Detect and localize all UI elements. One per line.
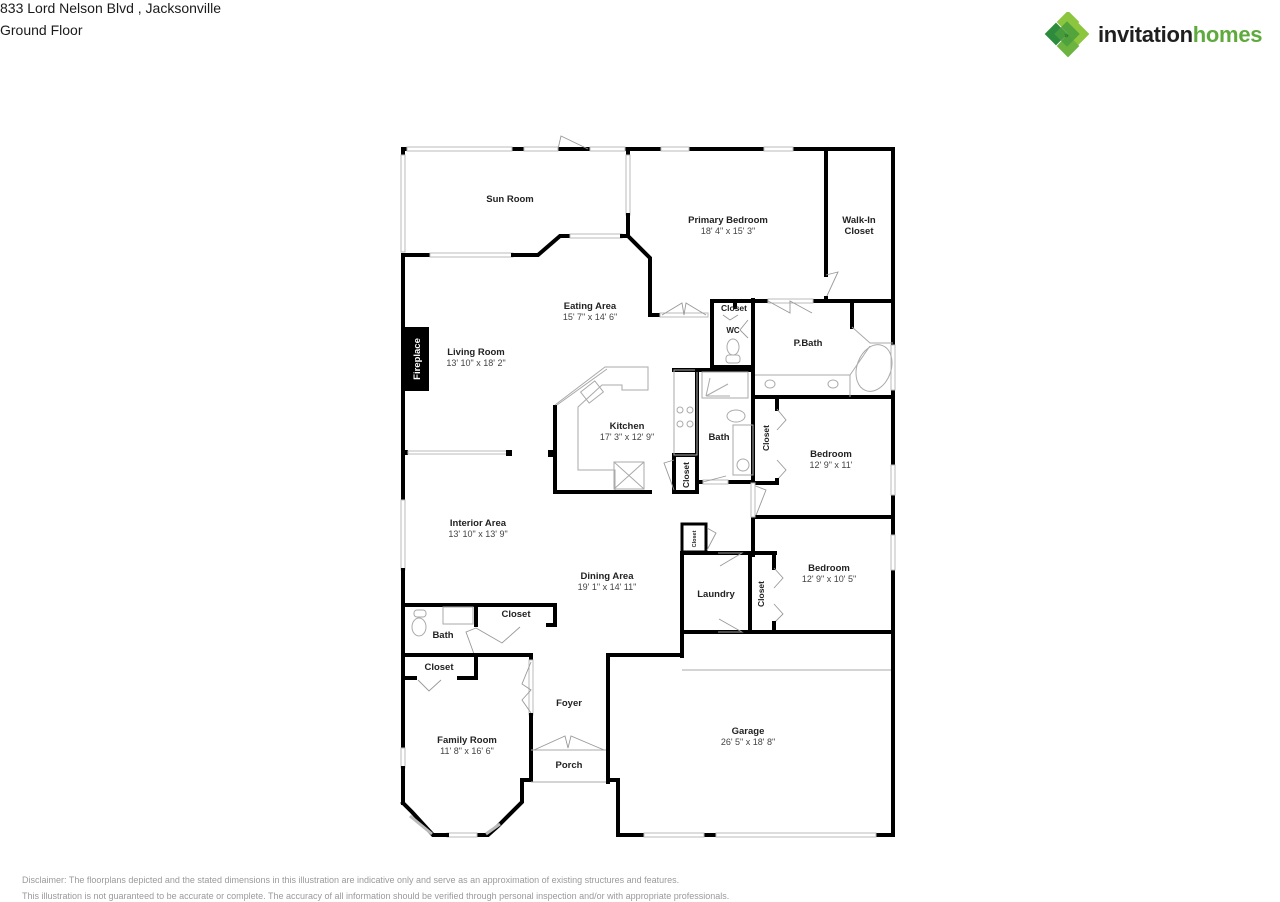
label-walk-in-closet-1: Walk-In <box>842 215 876 226</box>
dims-dining-area: 19' 1" x 14' 11" <box>578 582 637 592</box>
label-kitchen: Kitchen <box>610 421 645 432</box>
label-bedroom-2: Bedroom <box>808 563 850 574</box>
fireplace <box>403 327 429 391</box>
label-bedroom2-closet: Closet <box>756 581 766 607</box>
exterior-walls <box>400 135 896 837</box>
dims-bedroom-1: 12' 9" x 11' <box>810 460 853 470</box>
label-primary-bedroom: Primary Bedroom <box>688 215 768 226</box>
label-foyer: Foyer <box>556 698 582 709</box>
label-walk-in-closet-2: Closet <box>844 226 874 237</box>
disclaimer-line-2: This illustration is not guaranteed to b… <box>22 891 730 901</box>
label-fireplace: Fireplace <box>412 338 423 380</box>
room-labels: Sun Room Primary Bedroom 18' 4" x 15' 3"… <box>412 194 876 771</box>
label-bath-left: Bath <box>432 630 453 641</box>
dims-garage: 26' 5" x 18' 8" <box>721 737 775 747</box>
label-hall-closet: Closet <box>501 609 531 620</box>
label-small-closet: Closet <box>692 530 698 547</box>
dims-bedroom-2: 12' 9" x 10' 5" <box>802 574 856 584</box>
svg-text:»: » <box>1064 31 1069 40</box>
label-sun-room: Sun Room <box>486 194 534 205</box>
label-porch: Porch <box>556 760 583 771</box>
label-eating-area: Eating Area <box>564 301 617 312</box>
disclaimer-line-1: Disclaimer: The floorplans depicted and … <box>22 875 680 885</box>
brand-logo: » invitationhomes <box>1044 12 1263 58</box>
label-family-room: Family Room <box>437 735 497 746</box>
label-bath-center: Bath <box>708 432 729 443</box>
kitchen-walls <box>548 366 652 494</box>
label-primary-bath: P.Bath <box>794 338 823 349</box>
center-bath-walls <box>663 298 755 494</box>
family-room-walls <box>400 603 557 838</box>
label-wc-closet: Closet <box>721 303 747 313</box>
label-interior-area: Interior Area <box>450 518 507 529</box>
diamond-cluster-logo-icon: » <box>1044 12 1090 58</box>
dims-interior-area: 13' 10" x 13' 9" <box>448 529 507 539</box>
label-garage: Garage <box>732 726 765 737</box>
property-address: 833 Lord Nelson Blvd , Jacksonville <box>0 0 222 16</box>
dims-primary-bedroom: 18' 4" x 15' 3" <box>701 226 755 236</box>
brand-name-part1: invitation <box>1098 22 1193 47</box>
label-family-closet: Closet <box>424 662 454 673</box>
label-wc: WC <box>726 326 740 335</box>
label-bedroom1-closet: Closet <box>761 425 771 451</box>
bedroom-2-walls <box>680 522 895 671</box>
brand-name: invitationhomes <box>1098 22 1263 48</box>
brand-name-part2: homes <box>1192 22 1263 47</box>
label-bedroom-1: Bedroom <box>810 449 852 460</box>
label-laundry: Laundry <box>697 589 735 600</box>
dims-eating-area: 15' 7" x 14' 6" <box>563 312 617 322</box>
floor-label: Ground Floor <box>0 22 83 38</box>
dims-kitchen: 17' 3" x 12' 9" <box>600 432 654 442</box>
dims-family-room: 11' 8" x 16' 6" <box>440 746 494 756</box>
dims-living-room: 13' 10" x 18' 2" <box>446 358 505 368</box>
garage-walls <box>531 653 895 838</box>
label-living-room: Living Room <box>447 347 505 358</box>
label-kitchen-closet: Closet <box>681 462 691 488</box>
bedroom-1-walls <box>750 395 895 557</box>
label-dining-area: Dining Area <box>581 571 635 582</box>
